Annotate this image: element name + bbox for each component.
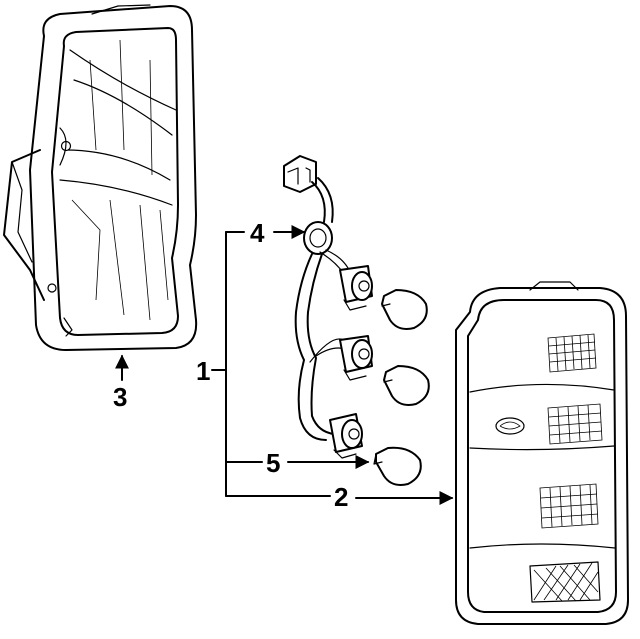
callout-leaders — [115, 225, 454, 505]
callout-label-2: 2 — [334, 482, 348, 512]
socket-wire-harness-part — [283, 155, 373, 459]
callout-label-4: 4 — [250, 218, 265, 248]
bulb-lower — [373, 446, 422, 486]
socket-upper — [339, 265, 373, 311]
callout-label-5: 5 — [266, 448, 280, 478]
lens-grid-lower — [539, 483, 599, 529]
callout-label-1: 1 — [196, 356, 210, 386]
socket-middle — [339, 335, 373, 381]
socket-lower — [329, 413, 363, 459]
tail-lamp-lens-part — [455, 281, 629, 625]
lamp-housing-part — [3, 4, 198, 351]
lens-grid-middle — [547, 403, 603, 445]
lens-grid-upper — [547, 333, 597, 373]
callout-label-3: 3 — [113, 382, 127, 412]
lens-reflector — [529, 561, 601, 603]
bulb-middle — [383, 365, 430, 406]
bulb-upper — [381, 289, 428, 330]
